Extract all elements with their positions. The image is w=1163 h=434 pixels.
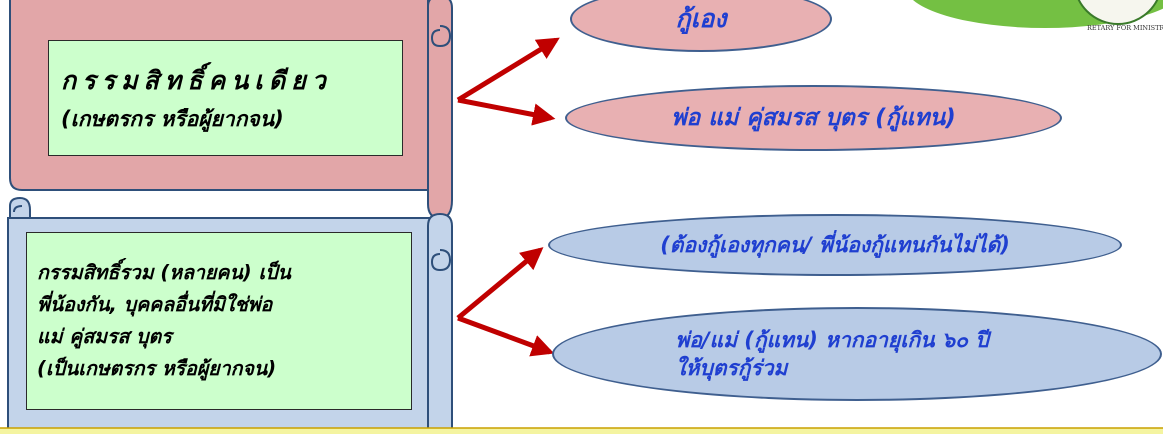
joint-ownership-box: กรรมสิทธิ์รวม (หลายคน) เป็น พี่น้องกัน, … xyxy=(26,232,412,410)
joint-ownership-line: พี่น้องกัน, บุคคลอื่นที่มิใช่พ่อ xyxy=(37,293,273,316)
sole-ownership-subtitle: (เกษตรกร หรือผู้ยากจน) xyxy=(61,107,284,131)
arrow-bottom-2 xyxy=(457,315,555,357)
oval-family-borrow-text: พ่อ แม่ คู่สมรส บุตร (กู้แทน) xyxy=(671,105,956,131)
ministry-logo: RETARY FOR MINISTRY xyxy=(913,0,1163,32)
oval-parent-age-condition: พ่อ/แม่ (กู้แทน) หากอายุเกิน ๖๐ ปี ให้บุ… xyxy=(552,307,1162,401)
arrow-top-1 xyxy=(456,37,560,103)
oval-family-borrow: พ่อ แม่ คู่สมรส บุตร (กู้แทน) xyxy=(565,85,1062,151)
oval-parent-age-line2: ให้บุตรกู้ร่วม xyxy=(675,356,788,380)
oval-all-must-borrow: (ต้องกู้เองทุกคน/ พี่น้องกู้แทนกันไม่ได้… xyxy=(548,214,1122,276)
joint-ownership-line: (เป็นเกษตรกร หรือผู้ยากจน) xyxy=(37,357,277,380)
oval-self-borrow-text: กู้เอง xyxy=(675,4,727,33)
joint-ownership-line: แม่ คู่สมรส บุตร xyxy=(37,325,172,348)
joint-ownership-line: กรรมสิทธิ์รวม (หลายคน) เป็น xyxy=(37,261,291,284)
connector-arrows xyxy=(456,37,560,357)
oval-all-must-borrow-text: (ต้องกู้เองทุกคน/ พี่น้องกู้แทนกันไม่ได้… xyxy=(660,232,1010,257)
oval-parent-age-line1: พ่อ/แม่ (กู้แทน) หากอายุเกิน ๖๐ ปี xyxy=(675,328,989,352)
sole-ownership-title: กรรมสิทธิ์คนเดียว xyxy=(61,66,332,95)
arrow-bottom-1 xyxy=(456,247,544,320)
sole-ownership-box: กรรมสิทธิ์คนเดียว (เกษตรกร หรือผู้ยากจน) xyxy=(48,40,403,156)
oval-self-borrow: กู้เอง xyxy=(570,0,832,52)
bottom-bar xyxy=(0,428,1163,434)
arrow-top-2 xyxy=(457,97,556,126)
logo-text: RETARY FOR MINISTRY xyxy=(1087,24,1163,32)
